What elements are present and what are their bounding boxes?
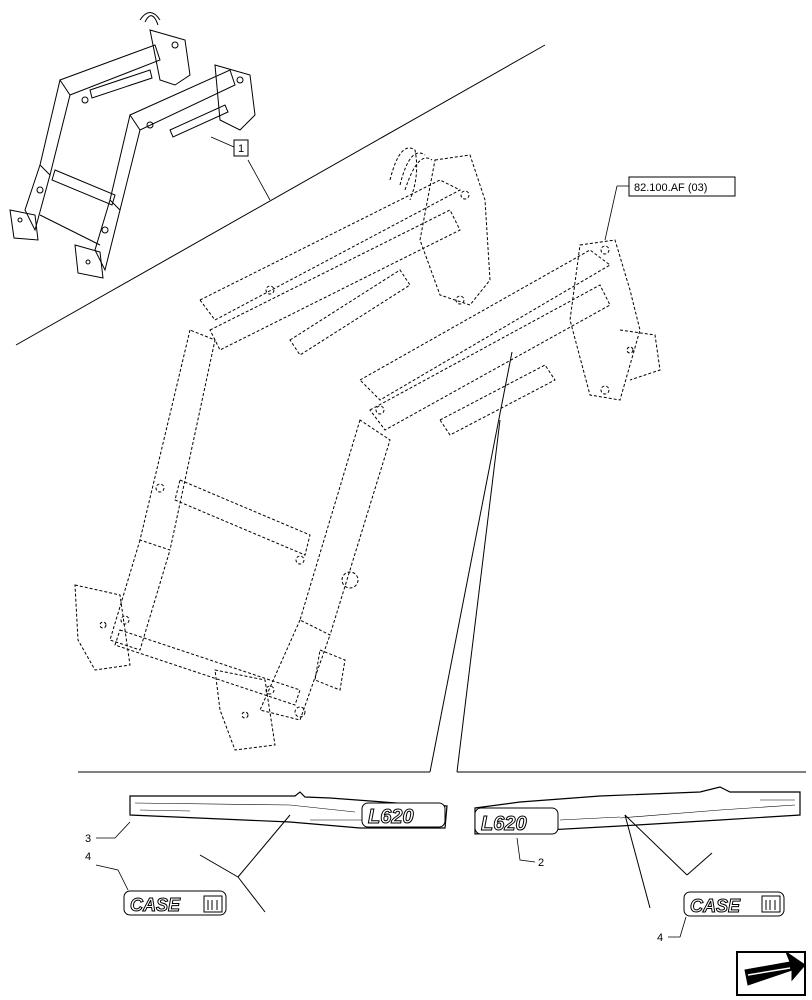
case-ih-logo-icon [761,895,781,913]
callout-2: 2 [516,837,544,869]
callout-3-label: 3 [85,833,91,845]
callout-1-label: 1 [238,143,244,155]
right-decal-leaders [624,814,713,909]
decal-brand-right: CASE [690,896,741,916]
decal-leaders [78,351,806,773]
case-ih-logo-icon [203,895,223,913]
callout-reference-label: 82.100.AF (03) [634,182,707,194]
callout-1: 1 [210,136,271,201]
callout-4-left-label: 4 [85,851,91,863]
decal-brand-left: CASE [130,895,181,915]
case-ih-decal-left: CASE [123,890,227,916]
case-ih-decal-right: CASE [683,891,785,917]
decal-strip-left: L620 [129,791,448,829]
diagonal-separator [15,44,546,346]
callout-reference: 82.100.AF (03) [604,176,736,241]
callout-4-right-label: 4 [657,932,663,944]
decal-model-right: L620 [481,813,527,835]
loader-thumbnail [9,12,256,279]
loader-main-view [74,147,661,751]
callout-4-left: 4 [85,851,129,891]
decal-strip-right: L620 [474,786,801,836]
callout-2-label: 2 [538,857,544,869]
left-decal-leaders [199,814,291,913]
callout-3: 3 [85,821,131,845]
next-page-arrow-icon[interactable] [736,950,806,996]
decal-model-left: L620 [368,806,414,828]
callout-4-right: 4 [657,916,687,944]
